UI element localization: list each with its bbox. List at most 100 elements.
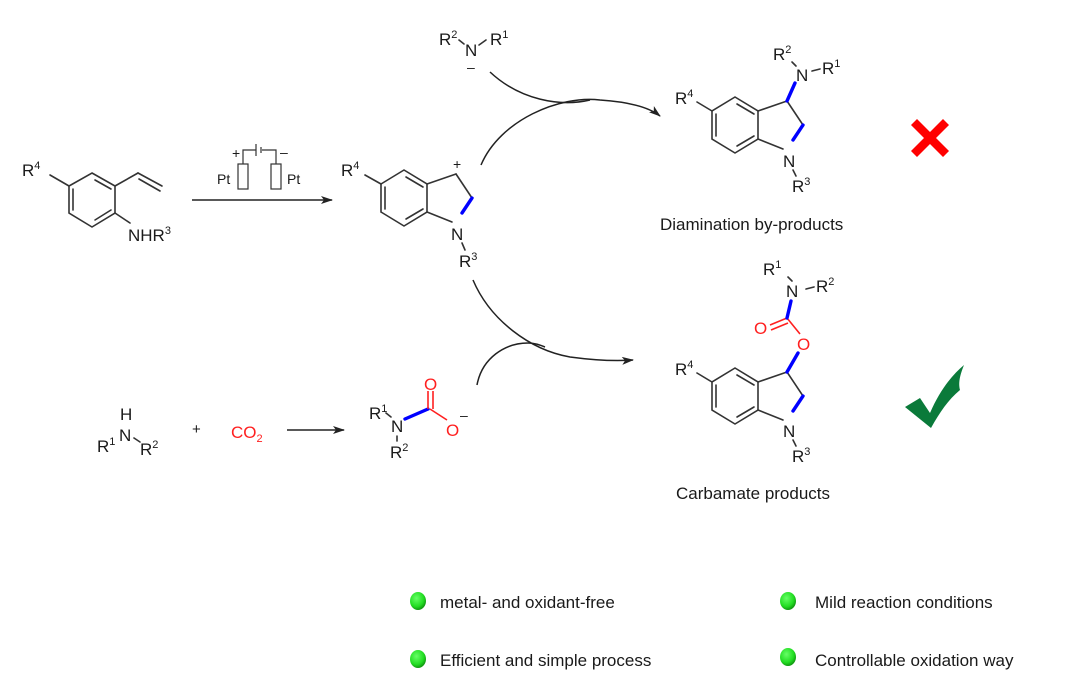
cation-charge: + — [453, 156, 461, 172]
ring-bond — [455, 173, 473, 199]
amide-n-label: N — [465, 41, 477, 60]
bullet-icon — [410, 650, 426, 668]
diam-r2-label: R2 — [773, 44, 791, 64]
sm-nhr3-label: NHR3 — [128, 225, 171, 245]
r4-bond — [696, 372, 713, 383]
diamination-arrow — [480, 98, 661, 166]
feature-item: Efficient and simple process — [410, 650, 651, 670]
amide-r2-label: R2 — [439, 29, 457, 49]
benzene-ring — [711, 367, 759, 425]
anode-label: Pt — [217, 171, 230, 187]
carb-o-carbonyl-label: O — [754, 319, 767, 338]
aromatic-double-bond — [405, 208, 424, 220]
benzene-ring — [380, 169, 428, 227]
n-r1-bond — [385, 412, 392, 418]
anion-charge: – — [460, 407, 468, 423]
anion-n-label: N — [391, 417, 403, 436]
cation-r4-label: R4 — [341, 160, 359, 180]
aromatic-double-bond — [736, 135, 755, 147]
feature-text: Mild reaction conditions — [815, 593, 993, 612]
aromatic-double-bond — [736, 374, 755, 386]
electrolysis-arrow: + – Pt Pt — [192, 144, 333, 204]
n-r2-bond — [458, 39, 465, 45]
new-cn-bond — [785, 299, 793, 320]
ring-bond — [426, 173, 457, 185]
cation-intermediate: R4 + N R3 — [341, 156, 477, 271]
nh-bond — [114, 212, 131, 224]
ring-bond — [757, 409, 784, 421]
amine-n-label: N — [119, 426, 131, 445]
amide-anion: R2 N R1 – — [439, 29, 508, 75]
anion-r2-label: R2 — [390, 442, 408, 462]
curved-arrows-top — [480, 71, 661, 166]
carb-r3-label: R3 — [792, 446, 810, 466]
feature-list: metal- and oxidant-free Mild reaction co… — [410, 592, 1014, 670]
new-cn-bond — [460, 196, 474, 215]
diam-r3-label: R3 — [792, 176, 810, 196]
anion-o-carbonyl-label: O — [424, 375, 437, 394]
ring-bond — [786, 100, 804, 126]
c-o-ester-bond — [786, 317, 801, 335]
cation-n-label: N — [451, 225, 463, 244]
ring-bond — [757, 138, 784, 150]
diam-n-top-label: N — [796, 66, 808, 85]
curved-arrows-bottom — [472, 279, 634, 386]
new-cn-bond — [791, 394, 805, 413]
carb-o-ester-label: O — [797, 335, 810, 354]
new-cn-bond — [403, 407, 430, 421]
anion-o-label: O — [446, 421, 459, 440]
ring-bond — [426, 211, 453, 223]
feature-item: Controllable oxidation way — [780, 648, 1014, 670]
new-cn-bond — [785, 81, 797, 103]
co2-label: CO2 — [231, 423, 263, 445]
n-r3-bond — [792, 439, 797, 447]
carbamate-caption: Carbamate products — [676, 484, 830, 503]
new-cn-bond — [791, 123, 805, 142]
n-r2-bond — [805, 286, 815, 290]
diamination-product: R2 N R1 R4 N R3 Diamination by-products — [660, 44, 843, 234]
ring-bond — [757, 371, 788, 383]
anode-sign: + — [232, 145, 240, 161]
bullet-icon — [780, 648, 796, 666]
benzene-ring — [711, 96, 759, 154]
c-o-double-bond — [770, 322, 789, 331]
n-r2-bond — [791, 61, 797, 67]
carb-r1-label: R1 — [763, 259, 781, 279]
carbamate-product: R1 N R2 O O R4 N R3 Carbamate products — [675, 259, 834, 503]
ring-bond — [757, 100, 788, 112]
cathode-sign: – — [280, 144, 288, 160]
carb-n-ring-label: N — [783, 422, 795, 441]
c-o-bond — [429, 408, 448, 421]
check-mark-icon — [905, 365, 964, 428]
n-r2-bond — [133, 437, 141, 443]
carb-r2-label: R2 — [816, 276, 834, 296]
carbamate-arrow — [472, 279, 634, 365]
amine-r2-label: R2 — [140, 439, 158, 459]
aromatic-double-bond — [736, 103, 755, 115]
feature-text: metal- and oxidant-free — [440, 593, 615, 612]
aromatic-double-bond — [736, 406, 755, 418]
r4-bond — [696, 101, 713, 112]
amine-reagent: H R1 N R2 — [97, 405, 158, 459]
aromatic-double-bond — [405, 176, 424, 188]
anion-r1-label: R1 — [369, 403, 387, 423]
bullet-icon — [410, 592, 426, 610]
cation-r3-label: R3 — [459, 251, 477, 271]
n-r1-bond — [478, 39, 487, 46]
feature-text: Efficient and simple process — [440, 651, 651, 670]
r4-bond — [49, 174, 70, 187]
amide-r1-label: R1 — [490, 29, 508, 49]
n-r1-bond — [787, 276, 793, 282]
ring-bond — [786, 371, 804, 397]
diam-n-ring-label: N — [783, 152, 795, 171]
feature-item: metal- and oxidant-free — [410, 592, 615, 612]
vinyl-double-bond — [138, 178, 161, 192]
diam-r1-label: R1 — [822, 58, 840, 78]
sm-r4-label: R4 — [22, 160, 40, 180]
electrode-setup-icon — [237, 144, 282, 190]
vinyl-bond — [137, 172, 163, 187]
feature-text: Controllable oxidation way — [815, 651, 1014, 670]
bullet-icon — [780, 592, 796, 610]
amide-charge: – — [467, 59, 475, 75]
